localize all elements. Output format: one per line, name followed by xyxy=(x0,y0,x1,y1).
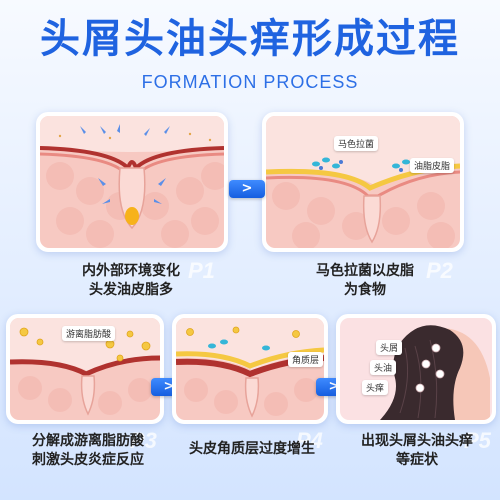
tag-dandruff: 头屑 xyxy=(376,340,403,355)
tag-malassezia: 马色拉菌 xyxy=(334,136,379,151)
caption-step-5-line2: 等症状 xyxy=(396,452,438,468)
step-label-3: P3 xyxy=(130,428,157,453)
panel-5-illustration xyxy=(340,318,492,420)
step-label-5: P5 xyxy=(464,428,491,453)
page-subtitle: FORMATION PROCESS xyxy=(141,72,359,92)
caption-step-1-line2: 头发油皮脂多 xyxy=(89,282,173,298)
step-label-2: P2 xyxy=(426,258,453,283)
panel-step-4 xyxy=(172,314,328,424)
page-title: 头屑头油头痒形成过程 xyxy=(40,16,460,62)
panel-2-illustration xyxy=(266,116,460,248)
panel-step-5 xyxy=(336,314,496,424)
caption-step-1-line1: 内外部环境变化 xyxy=(82,263,180,279)
tag-itchy-scalp: 头痒 xyxy=(362,380,389,395)
panel-4-illustration xyxy=(176,318,324,420)
caption-step-3-line1: 分解成游离脂肪酸 xyxy=(32,433,144,449)
step-label-4: P4 xyxy=(296,428,323,453)
caption-step-3-line2: 刺激头皮炎症反应 xyxy=(32,452,144,468)
tag-stratum-corneum: 角质层 xyxy=(288,352,324,367)
arrow-step-1-to-2: > xyxy=(229,180,265,198)
caption-step-4: 头皮角质层过度增生 xyxy=(172,440,332,459)
panel-step-3 xyxy=(6,314,164,424)
caption-step-2: 马色拉菌以皮脂 为食物 xyxy=(290,262,440,300)
step-label-1: P1 xyxy=(188,258,215,283)
tag-oily-scalp: 头油 xyxy=(370,360,397,375)
panel-1-illustration xyxy=(40,116,224,248)
caption-step-2-line1: 马色拉菌以皮脂 xyxy=(316,263,414,279)
panel-3-illustration xyxy=(10,318,160,420)
caption-step-1: 内外部环境变化 头发油皮脂多 xyxy=(56,262,206,300)
tag-sebum: 油脂皮脂 xyxy=(410,158,455,173)
caption-step-4-line1: 头皮角质层过度增生 xyxy=(189,441,315,457)
caption-step-2-line2: 为食物 xyxy=(344,282,386,298)
caption-step-3: 分解成游离脂肪酸 刺激头皮炎症反应 xyxy=(8,432,168,470)
caption-step-5-line1: 出现头屑头油头痒 xyxy=(361,433,473,449)
panel-step-2 xyxy=(262,112,464,252)
panel-step-1 xyxy=(36,112,228,252)
tag-free-fatty-acid: 游离脂肪酸 xyxy=(62,326,116,341)
caption-step-5: 出现头屑头油头痒 等症状 xyxy=(336,432,498,470)
